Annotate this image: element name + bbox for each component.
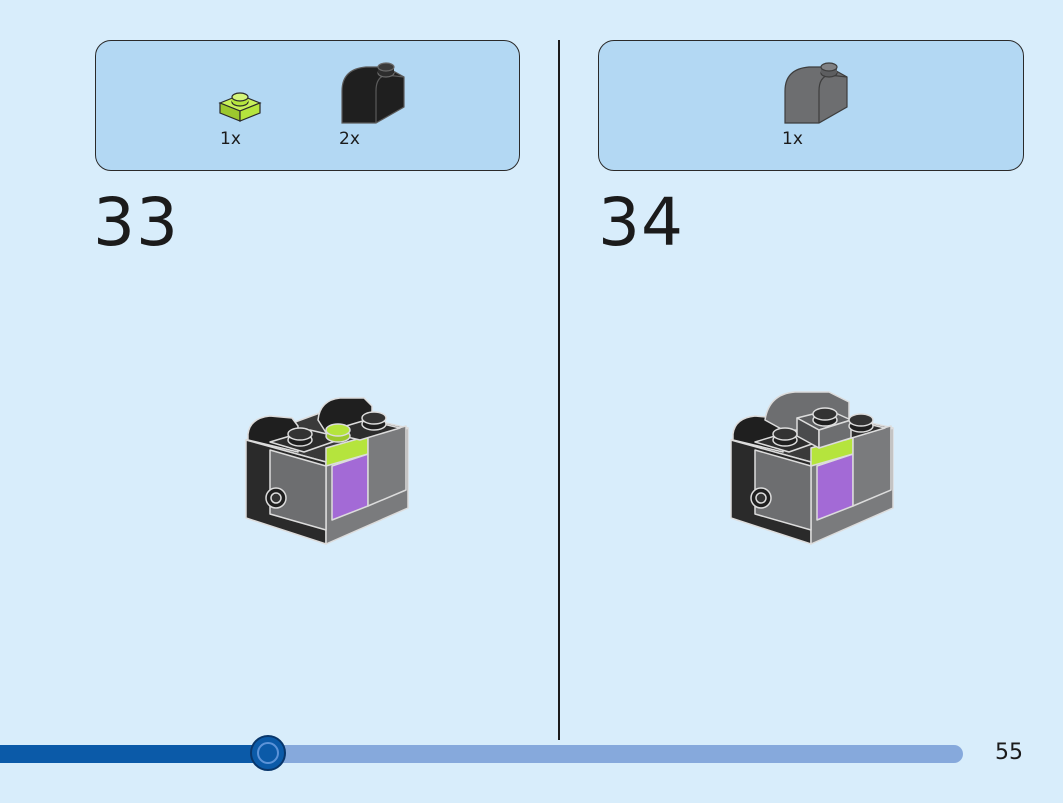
parts-callout-step-34: 1x bbox=[598, 40, 1024, 171]
black-curved-slope-part-icon bbox=[336, 61, 408, 129]
part-quantity: 2x bbox=[339, 129, 360, 149]
step-number: 34 bbox=[598, 184, 684, 261]
step-divider bbox=[558, 40, 560, 740]
page-number: 55 bbox=[995, 740, 1023, 765]
progress-knob[interactable] bbox=[250, 735, 286, 771]
part-quantity: 1x bbox=[782, 129, 803, 149]
progress-fill bbox=[0, 745, 268, 763]
parts-callout-step-33: 1x 2x bbox=[95, 40, 520, 171]
step-number: 33 bbox=[93, 184, 179, 261]
step-34-model-illustration bbox=[725, 380, 900, 554]
part-quantity: 1x bbox=[220, 129, 241, 149]
step-33-model-illustration bbox=[240, 380, 415, 554]
lime-plate-part-icon bbox=[216, 89, 264, 125]
dark-gray-curved-slope-part-icon bbox=[779, 61, 851, 129]
